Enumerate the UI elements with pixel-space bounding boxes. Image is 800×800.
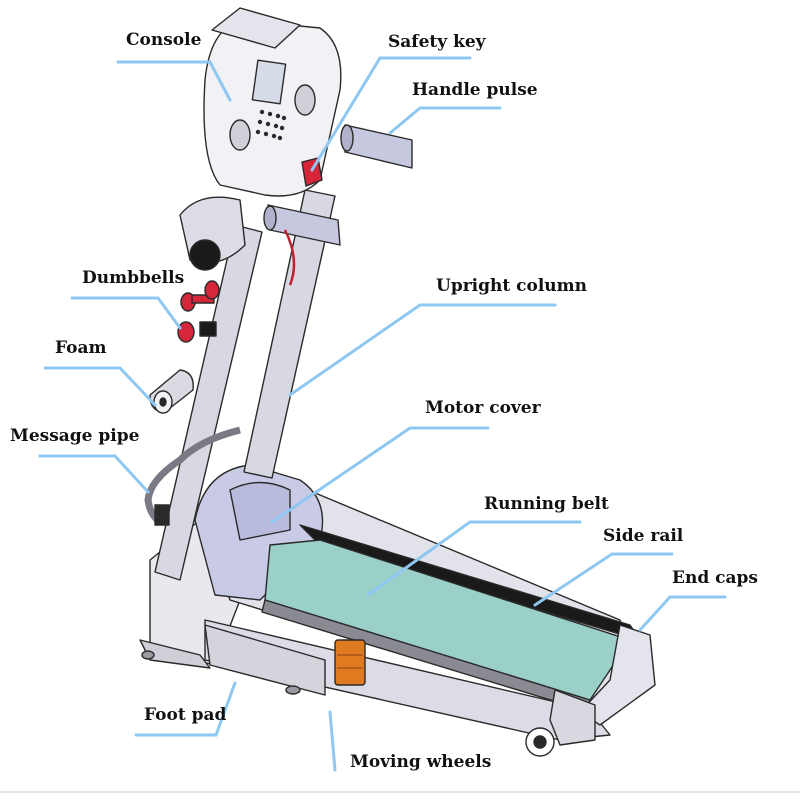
motor-block — [334, 639, 366, 686]
leader-moving-wheels — [328, 710, 337, 772]
handle-bar-right — [344, 124, 413, 169]
console-speaker-right — [294, 84, 316, 116]
leader-foam — [43, 366, 157, 407]
label-motor-cover: Motor cover — [425, 398, 541, 418]
leader-end-caps — [638, 595, 727, 632]
console-buttons — [255, 109, 287, 141]
label-side-rail: Side rail — [603, 526, 684, 546]
leader-safety-key — [310, 56, 472, 172]
label-foot-pad: Foot pad — [144, 705, 227, 725]
upright-column-right — [243, 189, 336, 479]
dumbbells-shape — [177, 280, 220, 343]
console-display — [251, 59, 287, 105]
safety-key-shape — [301, 157, 323, 187]
side-frame-lower-panel — [204, 624, 326, 696]
label-safety-key: Safety key — [388, 32, 486, 52]
leader-foot-pad — [134, 681, 237, 737]
label-running-belt: Running belt — [484, 494, 609, 514]
leader-handle-pulse — [388, 106, 502, 135]
leader-running-belt — [366, 520, 582, 597]
leader-message-pipe — [38, 454, 150, 494]
label-dumbbells: Dumbbells — [82, 268, 185, 288]
moving-wheel-front — [285, 685, 301, 695]
leader-dumbbells — [70, 296, 182, 330]
base-foot-cap — [141, 650, 155, 660]
moving-wheel-rear-hub — [533, 735, 547, 749]
label-message-pipe: Message pipe — [10, 426, 140, 446]
leader-motor-cover — [270, 426, 490, 524]
label-upright-column: Upright column — [436, 276, 587, 296]
leader-upright-column — [288, 303, 557, 397]
label-end-caps: End caps — [672, 568, 758, 588]
label-moving-wheels: Moving wheels — [350, 752, 492, 772]
motor-cover-inner — [229, 481, 291, 541]
label-console: Console — [126, 30, 202, 50]
leader-side-rail — [533, 552, 674, 607]
leader-console — [116, 60, 232, 102]
treadmill-drawing — [139, 7, 656, 757]
message-pipe-shape — [144, 426, 241, 525]
red-cable — [283, 229, 296, 286]
side-ball — [189, 239, 221, 271]
console-speaker-left — [229, 119, 251, 151]
console-top — [211, 7, 301, 49]
end-caps-rear — [549, 689, 596, 746]
running-belt-surface — [264, 539, 631, 701]
label-handle-pulse: Handle pulse — [412, 80, 538, 100]
end-caps-shape — [579, 624, 656, 726]
leader-lines — [38, 56, 727, 772]
label-foam: Foam — [55, 338, 107, 358]
